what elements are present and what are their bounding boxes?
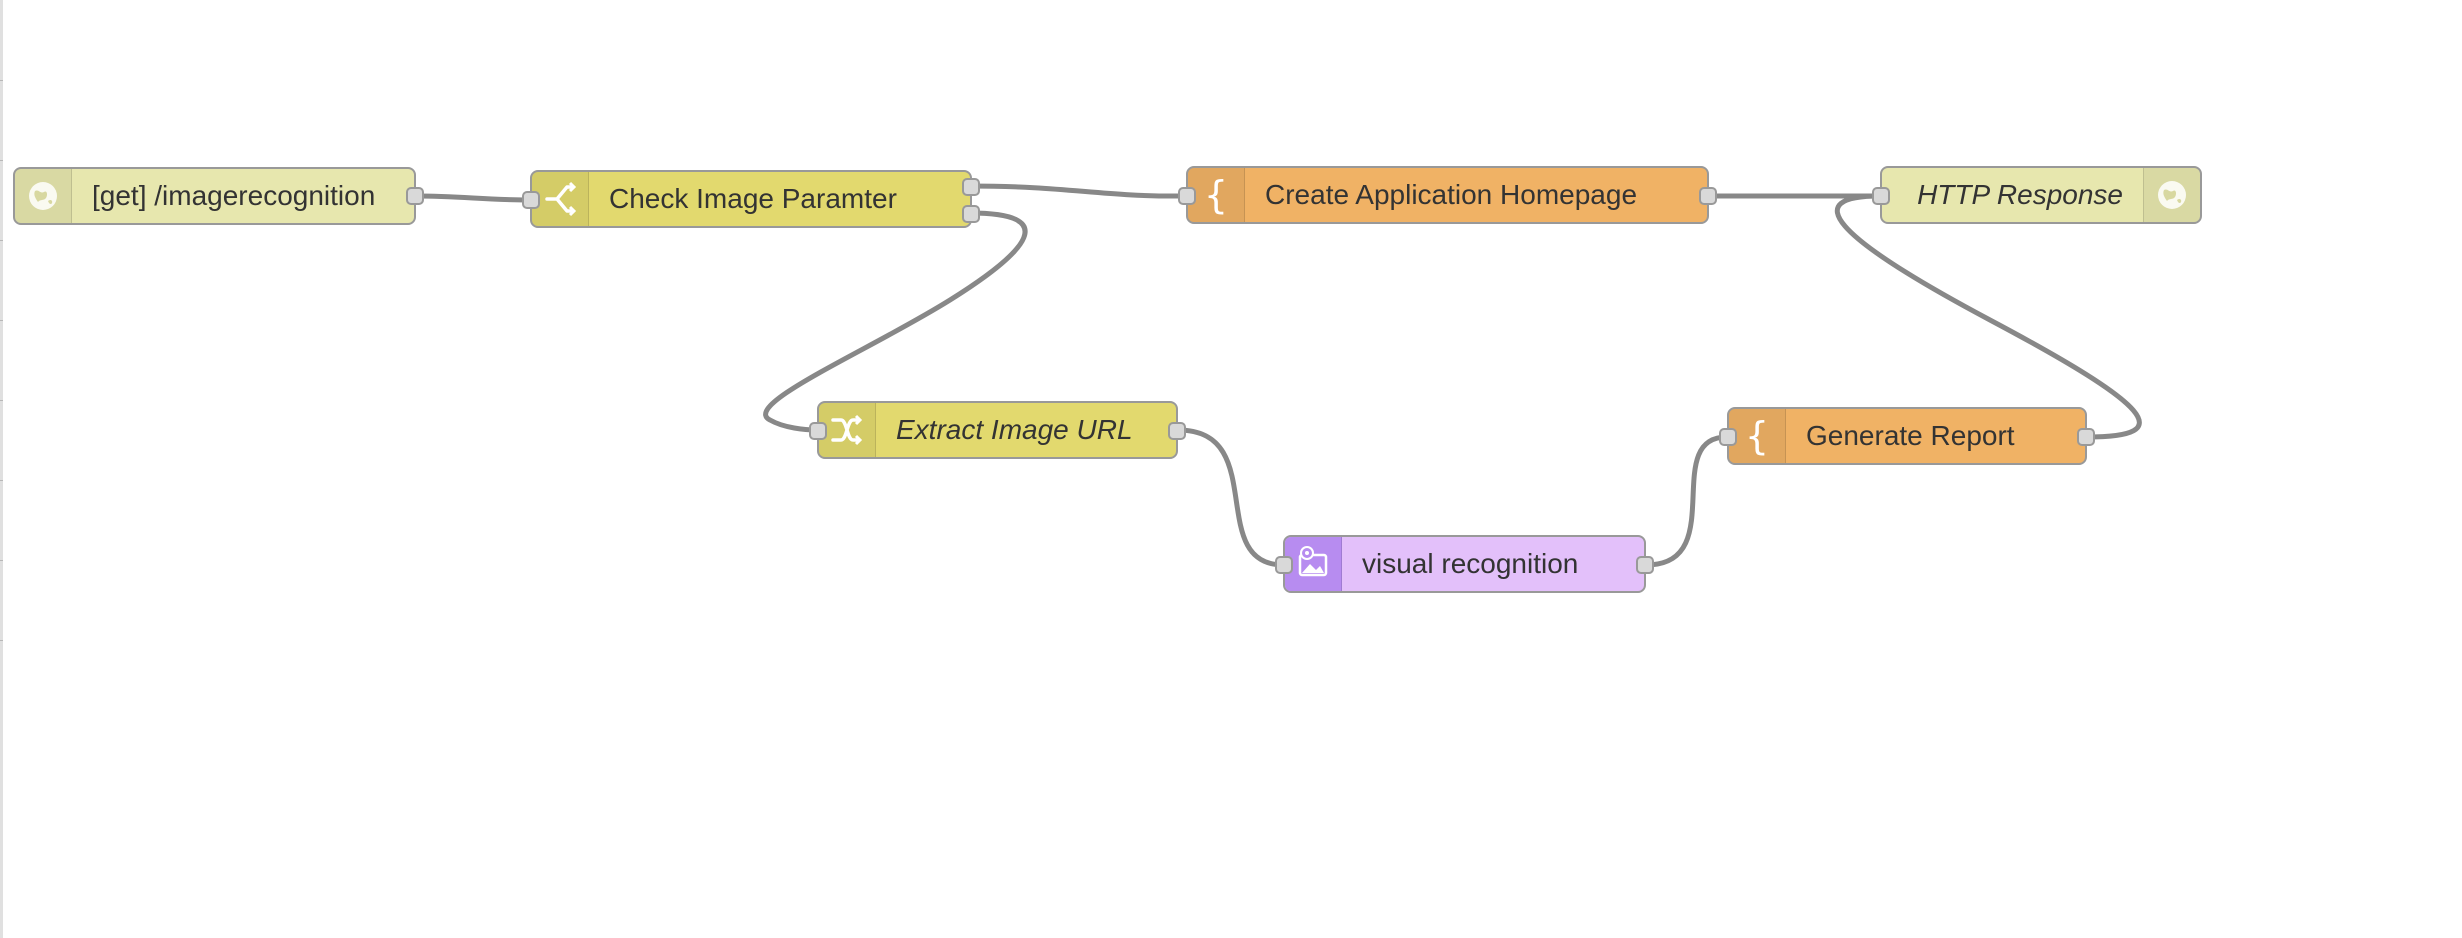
node-http-response-label: HTTP Response: [1917, 179, 2123, 210]
shuffle-icon: [819, 403, 876, 457]
template-brace-icon: {: [1729, 409, 1786, 463]
globe-icon: [15, 169, 72, 223]
node-visual-recognition-input-port[interactable]: [1275, 556, 1293, 574]
node-generate-report-output-port[interactable]: [2077, 428, 2095, 446]
node-http-in-label: [get] /imagerecognition: [92, 180, 376, 211]
switch-icon: [532, 172, 589, 226]
node-visual-recognition[interactable]: visual recognition: [1275, 535, 1654, 593]
node-check-image-parameter-label: Check Image Paramter: [609, 183, 897, 214]
node-create-application-homepage[interactable]: { Create Application Homepage: [1178, 166, 1717, 224]
wire-visual-recognition-to-generate-report[interactable]: [1643, 434, 1730, 568]
node-switch-input-port[interactable]: [522, 191, 540, 209]
template-brace-icon: {: [1188, 168, 1245, 222]
node-switch-output-port-1[interactable]: [962, 178, 980, 196]
node-visual-recognition-output-port[interactable]: [1636, 556, 1654, 574]
node-http-in-output-port[interactable]: [406, 187, 424, 205]
wire-switch-to-extract-url[interactable]: [763, 210, 1028, 433]
node-create-homepage-output-port[interactable]: [1699, 187, 1717, 205]
node-check-image-parameter[interactable]: Check Image Paramter: [522, 170, 980, 228]
node-generate-report-input-port[interactable]: [1719, 428, 1737, 446]
node-extract-image-url[interactable]: Extract Image URL: [809, 401, 1186, 459]
wire-generate-report-to-http-response[interactable]: [1834, 193, 2142, 440]
node-extract-url-input-port[interactable]: [809, 422, 827, 440]
node-generate-report-label: Generate Report: [1806, 420, 2015, 451]
node-http-in[interactable]: [get] /imagerecognition: [13, 167, 424, 225]
wire-extract-url-to-visual-recognition[interactable]: [1175, 427, 1286, 568]
image-recognition-icon: [1285, 537, 1342, 591]
node-http-response-input-port[interactable]: [1872, 187, 1890, 205]
node-extract-image-url-label: Extract Image URL: [896, 414, 1133, 445]
globe-icon: [2143, 168, 2200, 222]
node-create-homepage-input-port[interactable]: [1178, 187, 1196, 205]
wire-http-in-to-switch[interactable]: [413, 193, 533, 203]
node-extract-url-output-port[interactable]: [1168, 422, 1186, 440]
canvas-left-edge: [0, 0, 3, 938]
node-generate-report[interactable]: { Generate Report: [1719, 407, 2095, 465]
node-create-application-homepage-label: Create Application Homepage: [1265, 179, 1638, 210]
wire-switch-to-create-homepage[interactable]: [967, 183, 1189, 199]
node-http-response[interactable]: HTTP Response: [1872, 166, 2202, 224]
node-switch-output-port-2[interactable]: [962, 205, 980, 223]
node-visual-recognition-label: visual recognition: [1362, 548, 1579, 579]
